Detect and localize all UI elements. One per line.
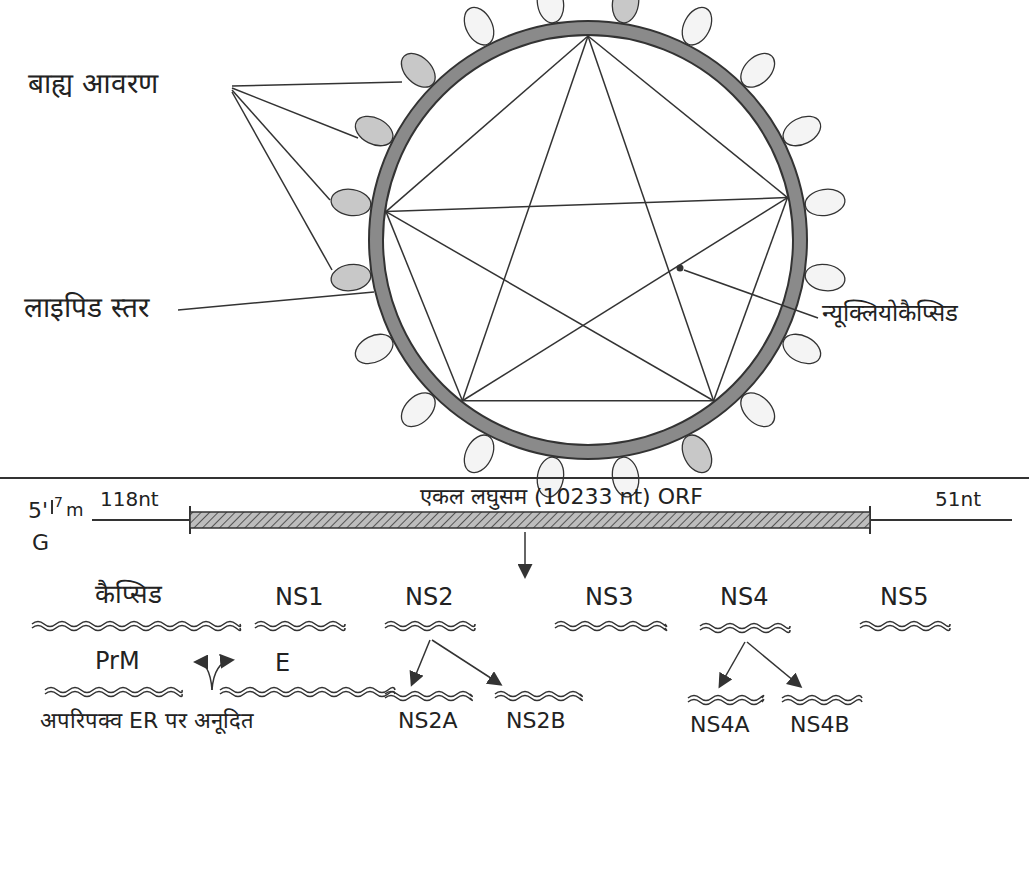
capsid-line xyxy=(462,400,713,402)
envelope-spikes xyxy=(329,0,847,499)
envelope-spike xyxy=(803,186,847,218)
protein-wave xyxy=(782,696,862,701)
part-label: न्यूक्लियोकैप्सिड xyxy=(822,300,958,328)
envelope-spike xyxy=(610,0,642,25)
protein-label: NS3 xyxy=(585,584,633,612)
cap-label: 7 xyxy=(54,494,63,510)
protein-label: E xyxy=(275,650,290,678)
protein-wave xyxy=(782,700,862,705)
cap-label: m xyxy=(66,500,84,521)
envelope-spike xyxy=(329,262,373,294)
end-label: 5' xyxy=(28,498,48,523)
capsid-line xyxy=(462,198,787,401)
protein-label: NS4 xyxy=(720,584,768,612)
part-label: बाह्य आवरण xyxy=(28,68,158,100)
protein-waves xyxy=(32,622,950,705)
protein-wave xyxy=(385,696,472,701)
envelope-spike xyxy=(329,186,373,218)
leader-lines xyxy=(178,82,818,318)
protein-wave xyxy=(220,692,395,697)
capsid-line xyxy=(386,198,788,212)
capsid-line xyxy=(386,36,588,212)
protein-label: NS4B xyxy=(790,712,850,737)
protein-label: NS1 xyxy=(275,584,323,612)
protein-wave xyxy=(32,626,241,631)
protein-wave xyxy=(385,626,475,631)
processing-arrows xyxy=(196,640,800,690)
capsid-line xyxy=(588,36,714,401)
protein-label: PrM xyxy=(95,648,140,676)
protein-label: NS2A xyxy=(398,708,457,733)
protein-wave xyxy=(255,626,345,631)
protein-wave xyxy=(688,700,764,705)
part-label: लाइपिड स्तर xyxy=(24,292,149,324)
note: अपरिपक्व ER पर अनूदित xyxy=(40,708,254,733)
length-label: 51nt xyxy=(935,488,981,511)
envelope-spike xyxy=(803,262,847,294)
protein-label: NS5 xyxy=(880,584,928,612)
protein-wave xyxy=(688,696,764,701)
capsid-line xyxy=(386,212,462,401)
protein-wave xyxy=(700,628,790,633)
protein-label: कैप्सिड xyxy=(95,580,162,610)
protein-label: NS2B xyxy=(506,708,566,733)
envelope-spike xyxy=(534,0,566,25)
protein-wave xyxy=(45,692,182,697)
protein-wave xyxy=(860,626,950,631)
orf-bar xyxy=(190,512,870,528)
nucleocapsid-lines xyxy=(386,36,788,401)
protein-label: NS2 xyxy=(405,584,453,612)
protein-label: NS4A xyxy=(690,712,749,737)
protein-wave xyxy=(555,626,667,631)
leader-dot xyxy=(677,265,684,272)
capsid-line xyxy=(714,198,788,401)
protein-wave xyxy=(45,688,182,693)
ring-inner xyxy=(383,35,793,445)
ring-outer xyxy=(369,21,807,459)
orf-label: एकल लघुसम (10233 nt) ORF xyxy=(420,484,703,509)
protein-wave xyxy=(495,696,582,701)
cap-label: G xyxy=(32,530,49,555)
cleavage-arrow xyxy=(524,532,526,576)
lipid-ring xyxy=(376,28,800,452)
capsid-line xyxy=(588,36,788,198)
divider xyxy=(0,477,1029,479)
length-label: 118nt xyxy=(100,488,159,511)
capsid-line xyxy=(386,212,714,401)
